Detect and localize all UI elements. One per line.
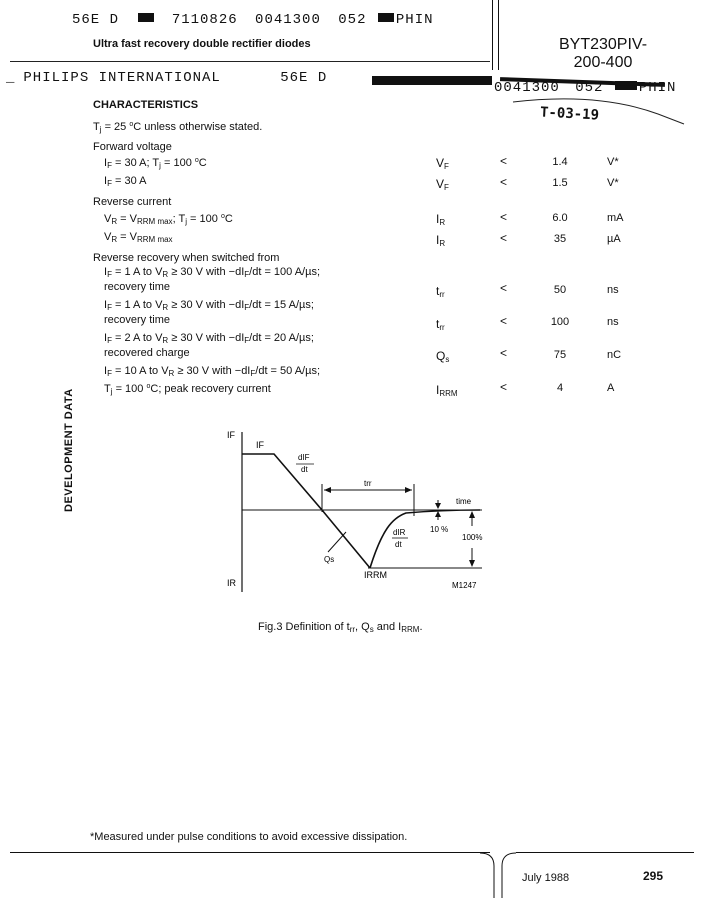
footer-date: July 1988	[522, 872, 570, 884]
row-label-5: VR = VRRM max	[104, 231, 173, 244]
stamp-tail: PHIN	[395, 12, 434, 28]
qs-label: Qs	[324, 555, 334, 564]
characteristics-condition: Tj = 25 oC unless otherwise stated.	[93, 121, 263, 134]
row-label-8: IF = 1 A to VR ≥ 30 V with −dIF/dt = 15 …	[104, 299, 314, 326]
top-stamp: 56E D 7110826 0041300 052 PHIN	[72, 12, 434, 28]
header-rule	[10, 61, 490, 62]
subtitle: Ultra fast recovery double rectifier dio…	[93, 38, 311, 50]
footer-rule	[10, 852, 490, 853]
stamp-num3: 052	[338, 12, 367, 28]
tenpct-arrowhead	[435, 503, 441, 509]
if-axis-label: IF	[227, 430, 236, 440]
row-label-1: IF = 30 A; Tj = 100 oC	[104, 157, 207, 170]
unit-10: A	[607, 382, 615, 394]
value-5: 35	[553, 233, 567, 245]
trr-arrowhead-left	[324, 487, 331, 493]
row-label-2: IF = 30 A	[104, 175, 147, 188]
side-label: DEVELOPMENT DATA	[63, 388, 75, 512]
op-9: <	[500, 346, 508, 360]
header-rule-vertical	[492, 0, 493, 70]
value-9: 75	[553, 349, 567, 361]
figure-caption: Fig.3 Definition of trr, Qs and IRRM.	[258, 621, 423, 634]
symbol-trr-2: trr	[436, 317, 445, 332]
hundred-label: 100%	[462, 533, 482, 542]
trr-arrowhead-right	[405, 487, 412, 493]
value-1: 1.4	[552, 156, 568, 168]
symbol-irrm: IRRM	[436, 383, 458, 398]
value-7: 50	[553, 284, 567, 296]
symbol-ir-1: IR	[436, 212, 446, 227]
recovery-diagram: IF IR IF dIF dt trr time 10 % dIR dt 100…	[227, 430, 482, 592]
section-forward-voltage: Forward voltage	[93, 141, 172, 153]
footer-rule-right	[516, 852, 694, 853]
unit-2: V*	[607, 177, 619, 189]
hundred-arrowhead-top	[469, 511, 475, 518]
section-reverse-recovery: Reverse recovery when switched from	[93, 252, 280, 264]
row-label-10: IF = 10 A to VR ≥ 30 V with −dIF/dt = 50…	[104, 365, 321, 396]
ir-axis-label: IR	[227, 578, 237, 588]
part-number-line2: 200-400	[573, 54, 633, 71]
redaction-bar	[372, 76, 492, 85]
stamp-num-2: 0041300	[494, 80, 560, 96]
second-stamp: _PHILIPS INTERNATIONAL 56E D	[6, 70, 328, 86]
dt2-label: dt	[395, 540, 402, 549]
value-2: 1.5	[552, 177, 568, 189]
page-number: 295	[643, 869, 664, 883]
unit-5: µA	[607, 233, 621, 245]
symbol-qs: Qs	[436, 349, 450, 364]
irrm-label: IRRM	[364, 570, 387, 580]
redaction-block	[138, 13, 155, 22]
op-7: <	[500, 281, 508, 295]
stamp-code-2: 56E D	[280, 70, 328, 86]
value-4: 6.0	[552, 212, 568, 224]
trr-label: trr	[364, 479, 372, 488]
handwritten-arc	[512, 98, 685, 125]
symbol-trr-1: trr	[436, 284, 445, 299]
op-8: <	[500, 314, 508, 328]
op-2: <	[500, 175, 508, 189]
dt-label: dt	[301, 465, 308, 474]
tenpct-label: 10 %	[430, 525, 448, 534]
if-level-label: IF	[256, 440, 265, 450]
row-label-4: VR = VRRM max; Tj = 100 oC	[104, 213, 233, 226]
footer-bracket	[480, 852, 517, 898]
row-label-9: IF = 2 A to VR ≥ 30 V with −dIF/dt = 20 …	[104, 332, 314, 359]
tenpct-arrowhead-up	[435, 511, 441, 517]
qs-pointer	[327, 531, 347, 553]
header-rule-vertical	[498, 0, 499, 70]
unit-9: nC	[607, 349, 622, 361]
op-1: <	[500, 154, 508, 168]
footnote: *Measured under pulse conditions to avoi…	[90, 831, 408, 843]
dif-label: dIF	[298, 453, 310, 462]
recovery-tail	[369, 509, 481, 569]
section-reverse-current: Reverse current	[93, 196, 172, 208]
hundred-arrowhead-bottom	[469, 560, 475, 567]
stamp-company: PHILIPS INTERNATIONAL	[23, 70, 221, 86]
op-5: <	[500, 231, 508, 245]
unit-8: ns	[607, 316, 619, 328]
stamp-code: 56E D	[72, 12, 120, 28]
symbol-vf-1: VF	[436, 156, 449, 171]
unit-1: V*	[607, 156, 619, 168]
part-number: BYT230PIV- 200-400	[528, 36, 678, 72]
part-number-line1: BYT230PIV-	[558, 36, 648, 53]
stamp-num2: 0041300	[255, 12, 321, 28]
redaction-block	[377, 13, 394, 22]
figure-ref: M1247	[452, 581, 477, 590]
characteristics-heading: CHARACTERISTICS	[93, 99, 199, 111]
symbol-vf-2: VF	[436, 177, 449, 192]
value-10: 4	[556, 382, 564, 394]
dir-label: dIR	[393, 528, 406, 537]
stamp-num1: 7110826	[171, 12, 238, 28]
unit-7: ns	[607, 284, 619, 296]
symbol-ir-2: IR	[436, 233, 446, 248]
value-8: 100	[550, 316, 570, 328]
row-label-7: IF = 1 A to VR ≥ 30 V with −dIF/dt = 100…	[104, 266, 321, 293]
op-4: <	[500, 210, 508, 224]
time-label: time	[456, 497, 472, 506]
op-10: <	[500, 380, 508, 394]
current-waveform	[242, 453, 371, 569]
unit-4: mA	[607, 212, 624, 224]
